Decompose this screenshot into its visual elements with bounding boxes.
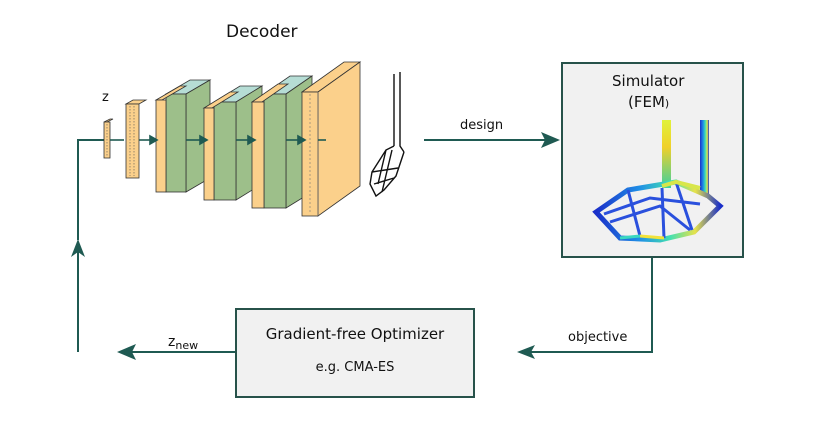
decoder-layer-2 — [154, 79, 212, 193]
latent-layer — [103, 118, 114, 159]
simulator-box — [561, 62, 744, 258]
simulator-title: Simulator — [612, 72, 685, 90]
feedback-loop-lines — [77, 139, 653, 353]
arrowheads — [71, 132, 560, 360]
fem-right-leg — [700, 120, 709, 194]
optimizer-subtitle: e.g. CMA-ES — [315, 360, 395, 375]
decoder-title: Decoder — [226, 22, 298, 42]
decoder-layer-5 — [300, 61, 362, 217]
decoder-network — [103, 61, 362, 217]
design-edge-label: design — [460, 118, 504, 133]
decoder-flow-arrows — [110, 134, 326, 146]
latent-z-label: z — [102, 90, 109, 105]
fem-heatmap-image — [592, 120, 724, 243]
arrow-objective-head — [517, 345, 535, 359]
arrow-znew-head — [117, 344, 136, 360]
design-sketch-icon — [369, 72, 405, 198]
decoder-layer-1 — [124, 99, 148, 179]
simulator-subtitle: (FEM) — [628, 93, 670, 111]
optimizer-box — [235, 308, 475, 398]
objective-edge-label: objective — [568, 330, 628, 345]
arrow-up-head — [71, 239, 85, 257]
znew-edge-label: znew — [168, 334, 199, 352]
arrow-design-head — [541, 132, 560, 148]
fem-left-leg — [662, 120, 671, 188]
optimizer-title: Gradient-free Optimizer — [265, 325, 445, 343]
